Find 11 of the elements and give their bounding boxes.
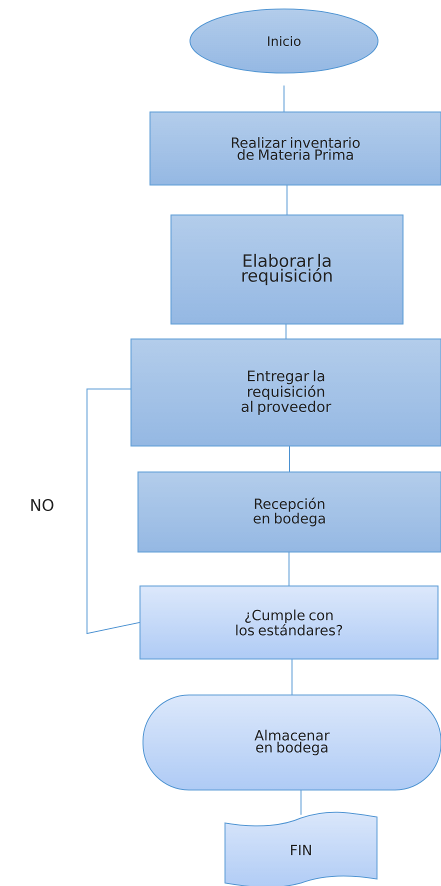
process-box: Recepción en bodega — [138, 472, 441, 552]
decision-box: ¿Cumple con los estándares? — [140, 586, 438, 660]
connector-line — [286, 185, 288, 215]
connector-line — [288, 552, 290, 586]
loop-line — [86, 388, 140, 634]
process-box: Entregar la requisición al proveedor — [130, 338, 441, 446]
edge-label: NO — [31, 498, 54, 512]
process-box: Realizar inventario de Materia Prima — [150, 112, 441, 186]
process-box: Elaborar la requisición — [170, 214, 404, 324]
connector-line — [300, 790, 302, 816]
connector-line — [289, 446, 290, 472]
